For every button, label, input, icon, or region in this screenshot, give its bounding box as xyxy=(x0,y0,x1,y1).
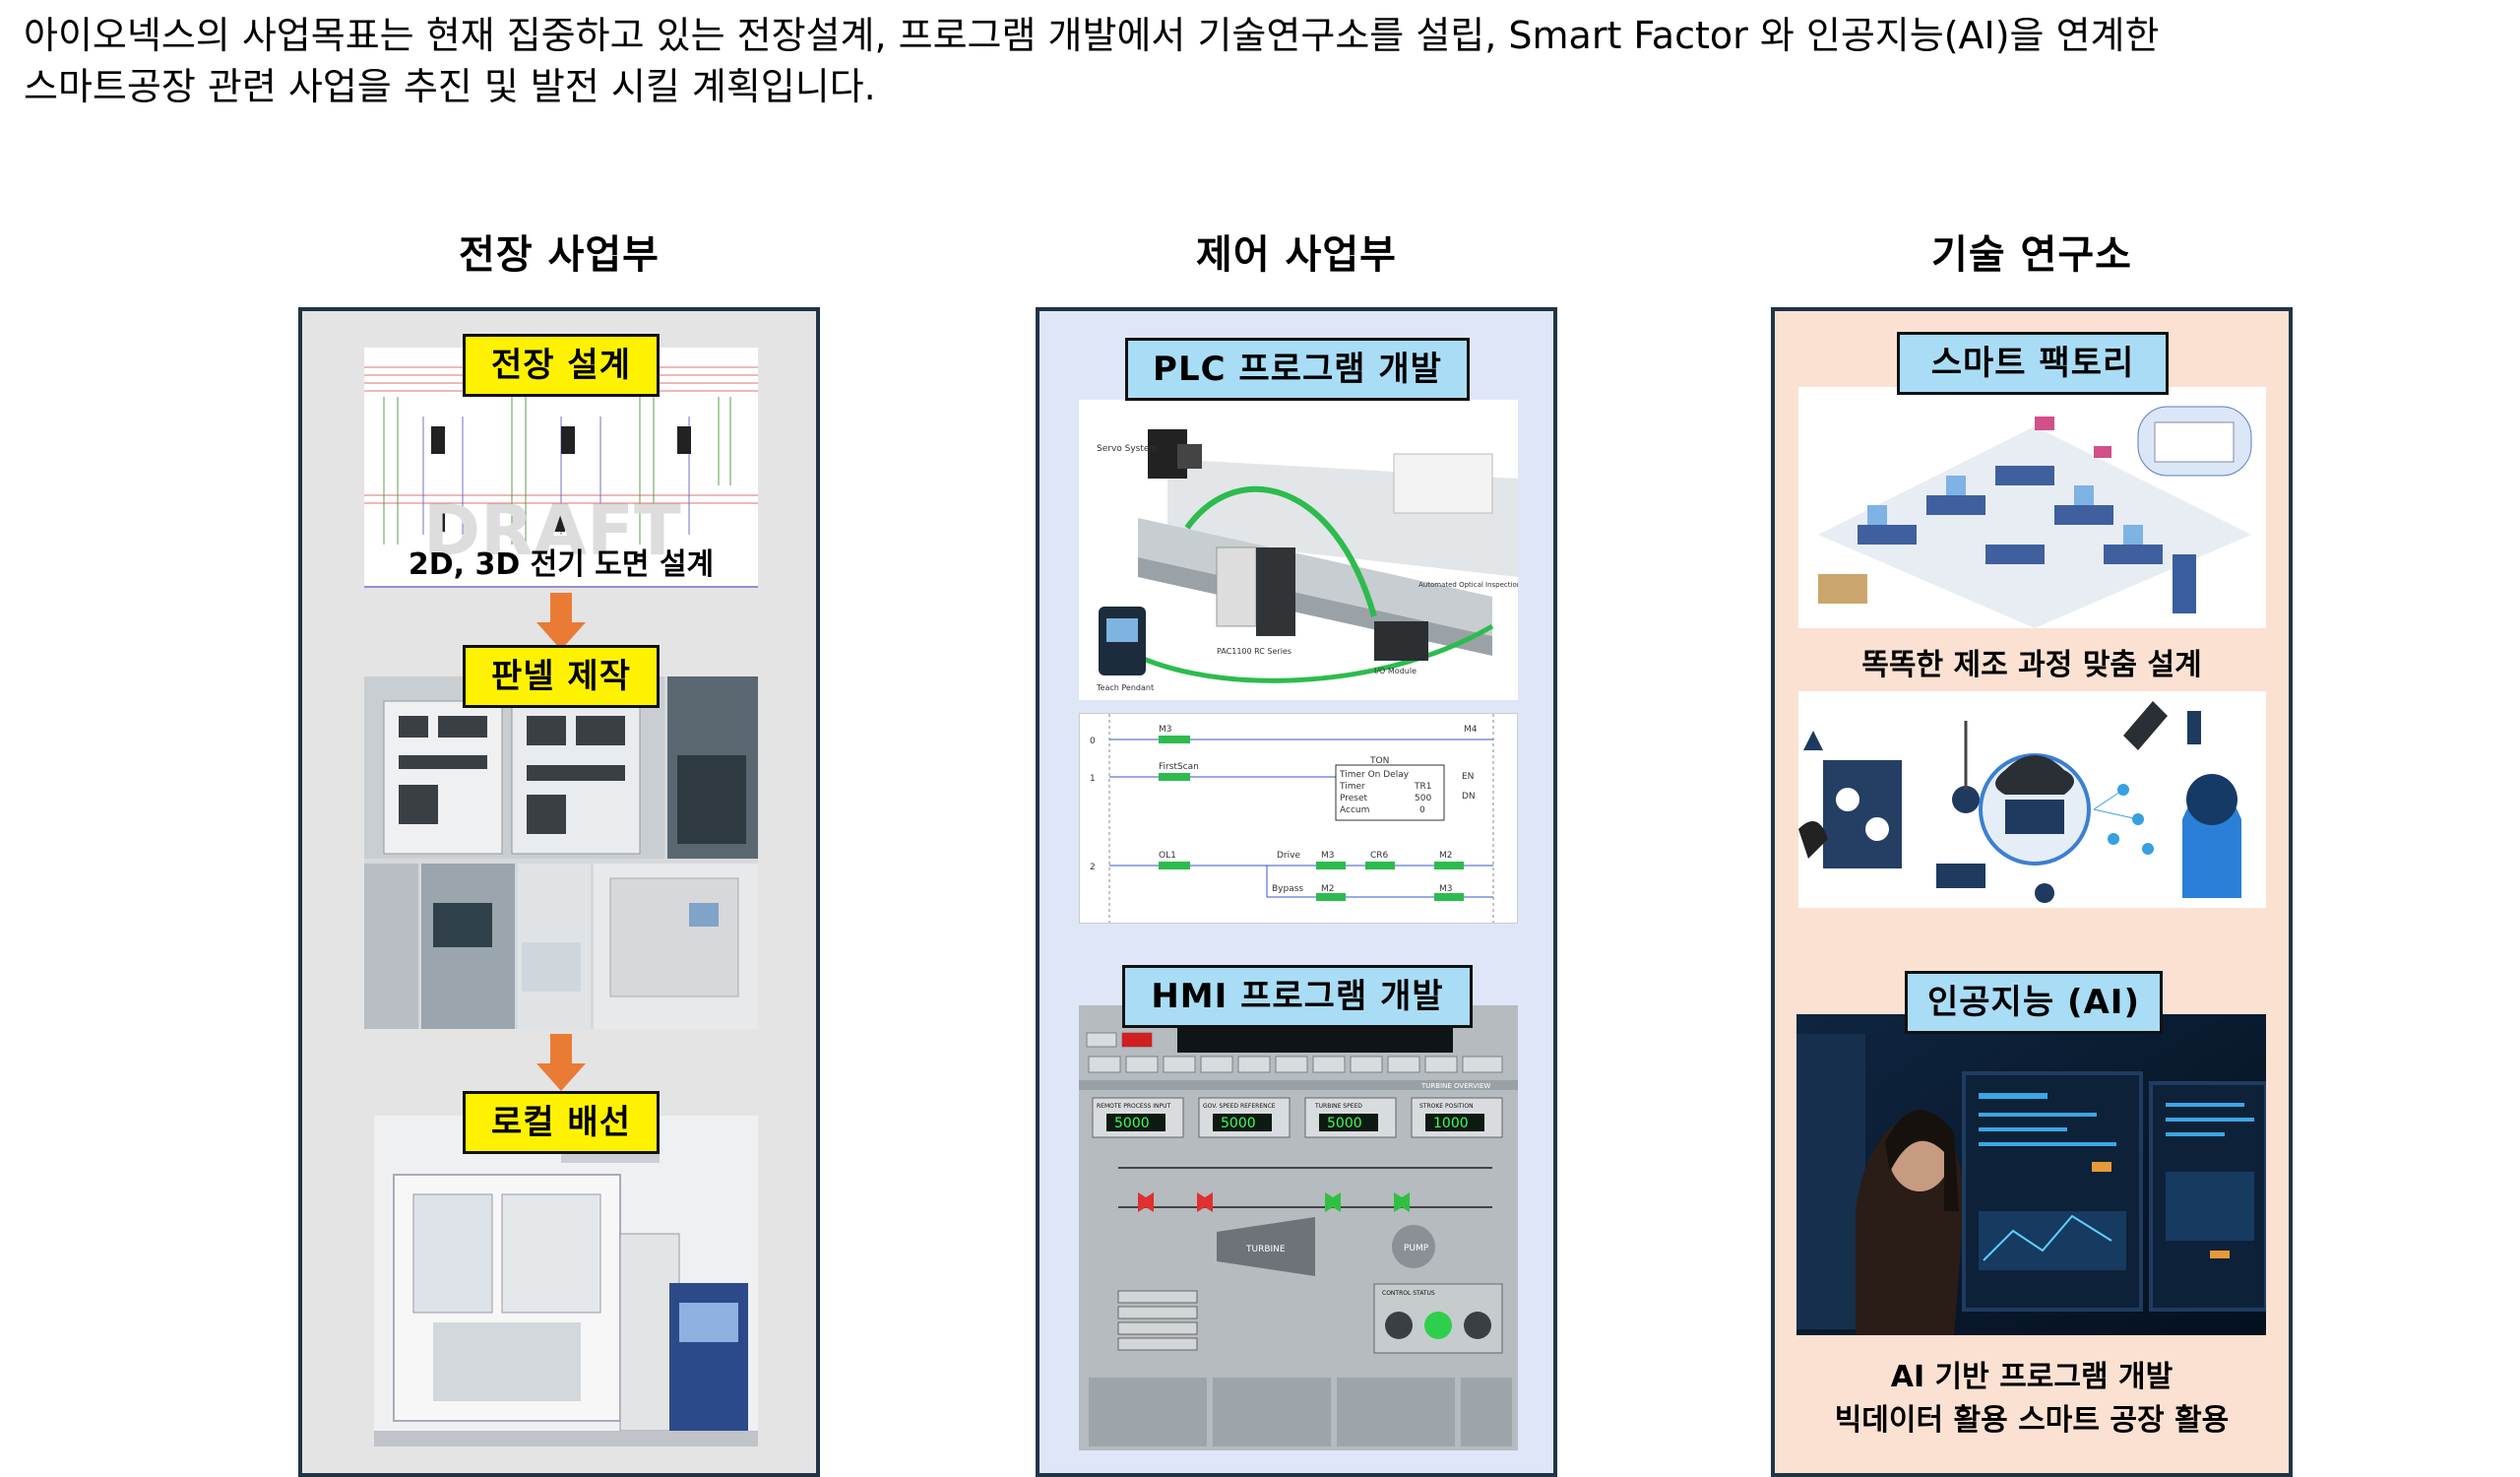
control-title: 제어 사업부 xyxy=(1196,232,1397,278)
hmi-gauge-label: GOV. SPEED REFERENCE xyxy=(1203,1103,1276,1110)
electrical-panel: DRAFT 전장 설계 2D, 3D 전기 도면 설계 xyxy=(298,307,820,1477)
ladder-label: M3 xyxy=(1159,725,1172,735)
ai-monitors-image xyxy=(1796,1014,2266,1335)
hmi-gauge-value: 5000 xyxy=(1114,1116,1150,1131)
hmi-overview-label: TURBINE OVERVIEW xyxy=(1420,1082,1490,1090)
hmi-gauge-label: TURBINE SPEED xyxy=(1314,1103,1362,1110)
ladder-label: M2 xyxy=(1439,851,1453,861)
control-panel: Servo System PAC1100 RC Series Teach Pen… xyxy=(1036,307,1557,1477)
panel-tag: 판넬 제작 xyxy=(463,645,660,708)
hmi-screen-image: TURBINE OVERVIEW REMOTE PROCESS INPUT GO… xyxy=(1079,1005,1518,1450)
smart-factory-tag: 스마트 팩토리 xyxy=(1897,332,2169,395)
hmi-turbine-label: TURBINE xyxy=(1245,1245,1286,1254)
smart-factory-caption: 똑똑한 제조 과정 맞춤 설계 xyxy=(1861,648,2202,682)
svg-text:DRAFT: DRAFT xyxy=(423,490,681,571)
hmi-tag: HMI 프로그램 개발 xyxy=(1122,965,1473,1028)
lab-panel: 스마트 팩토리 똑똑한 제조 과정 맞춤 설계 xyxy=(1771,307,2293,1477)
ai-caption-1: AI 기반 프로그램 개발 xyxy=(1890,1360,2174,1394)
intro-line-2: 스마트공장 관련 사업을 추진 및 발전 시킬 계획입니다. xyxy=(24,65,876,108)
down-arrow-icon xyxy=(536,593,586,650)
plc-tag: PLC 프로그램 개발 xyxy=(1125,338,1470,401)
ladder-label: M3 xyxy=(1321,851,1335,861)
hmi-gauge-label: REMOTE PROCESS INPUT xyxy=(1097,1103,1171,1110)
ai-icons-image xyxy=(1798,691,2266,908)
ladder-label: M4 xyxy=(1464,725,1478,735)
ladder-label: 0 xyxy=(1419,805,1425,815)
ai-caption-2: 빅데이터 활용 스마트 공장 활용 xyxy=(1834,1403,2230,1438)
panel-image xyxy=(364,676,758,1029)
hmi-pump-label: PUMP xyxy=(1404,1244,1429,1253)
ladder-label: Bypass xyxy=(1272,884,1303,894)
ladder-diagram: 0 M3 M4 1 FirstScan TON Timer On Delay T… xyxy=(1079,713,1518,924)
ladder-label: OL1 xyxy=(1159,851,1176,861)
servo-label: Servo System xyxy=(1097,444,1158,454)
optical-label: Automated Optical Inspection xyxy=(1418,581,1518,589)
pac-label: PAC1100 RC Series xyxy=(1217,647,1292,656)
hmi-control-status: CONTROL STATUS xyxy=(1382,1290,1435,1297)
rung-number: 2 xyxy=(1090,863,1096,872)
ladder-label: Accum xyxy=(1340,805,1369,815)
ladder-label: 500 xyxy=(1415,794,1431,803)
ladder-label: TR1 xyxy=(1414,782,1431,792)
lab-title: 기술 연구소 xyxy=(1931,232,2132,278)
hmi-gauge-value: 1000 xyxy=(1433,1116,1469,1131)
teach-label: Teach Pendant xyxy=(1096,683,1154,692)
wiring-tag: 로컬 배선 xyxy=(463,1091,660,1154)
design-tag: 전장 설계 xyxy=(463,334,660,397)
hmi-gauge-value: 5000 xyxy=(1221,1116,1256,1131)
ladder-label: CR6 xyxy=(1370,851,1389,861)
ai-tag: 인공지능 (AI) xyxy=(1905,971,2163,1034)
electrical-title: 전장 사업부 xyxy=(459,232,660,278)
ladder-label: FirstScan xyxy=(1159,762,1199,772)
rung-number: 1 xyxy=(1090,774,1096,784)
io-label: I/O Module xyxy=(1374,667,1417,675)
ladder-label: Timer xyxy=(1339,782,1365,792)
ladder-label: Preset xyxy=(1340,794,1368,803)
down-arrow-icon xyxy=(536,1034,586,1091)
hmi-gauge-label: STROKE POSITION xyxy=(1419,1103,1474,1110)
ladder-label: DN xyxy=(1462,792,1476,802)
intro-text: 아이오넥스의 사업목표는 현재 집중하고 있는 전장설계, 프로그램 개발에서 … xyxy=(24,10,2485,112)
ladder-label: Timer On Delay xyxy=(1339,770,1410,780)
hmi-gauge-value: 5000 xyxy=(1327,1116,1362,1131)
design-caption: 2D, 3D 전기 도면 설계 xyxy=(408,547,715,582)
intro-line-1: 아이오넥스의 사업목표는 현재 집중하고 있는 전장설계, 프로그램 개발에서 … xyxy=(24,14,2160,57)
plc-hardware-image: Servo System PAC1100 RC Series Teach Pen… xyxy=(1079,400,1518,700)
rung-number: 0 xyxy=(1090,737,1096,746)
wiring-image xyxy=(374,1116,758,1446)
smart-factory-image xyxy=(1798,387,2266,628)
ladder-label: TON xyxy=(1369,756,1389,766)
ladder-label: M2 xyxy=(1321,884,1335,894)
ladder-label: Drive xyxy=(1277,851,1300,861)
ladder-label: M3 xyxy=(1439,884,1453,894)
ladder-label: EN xyxy=(1462,772,1474,782)
